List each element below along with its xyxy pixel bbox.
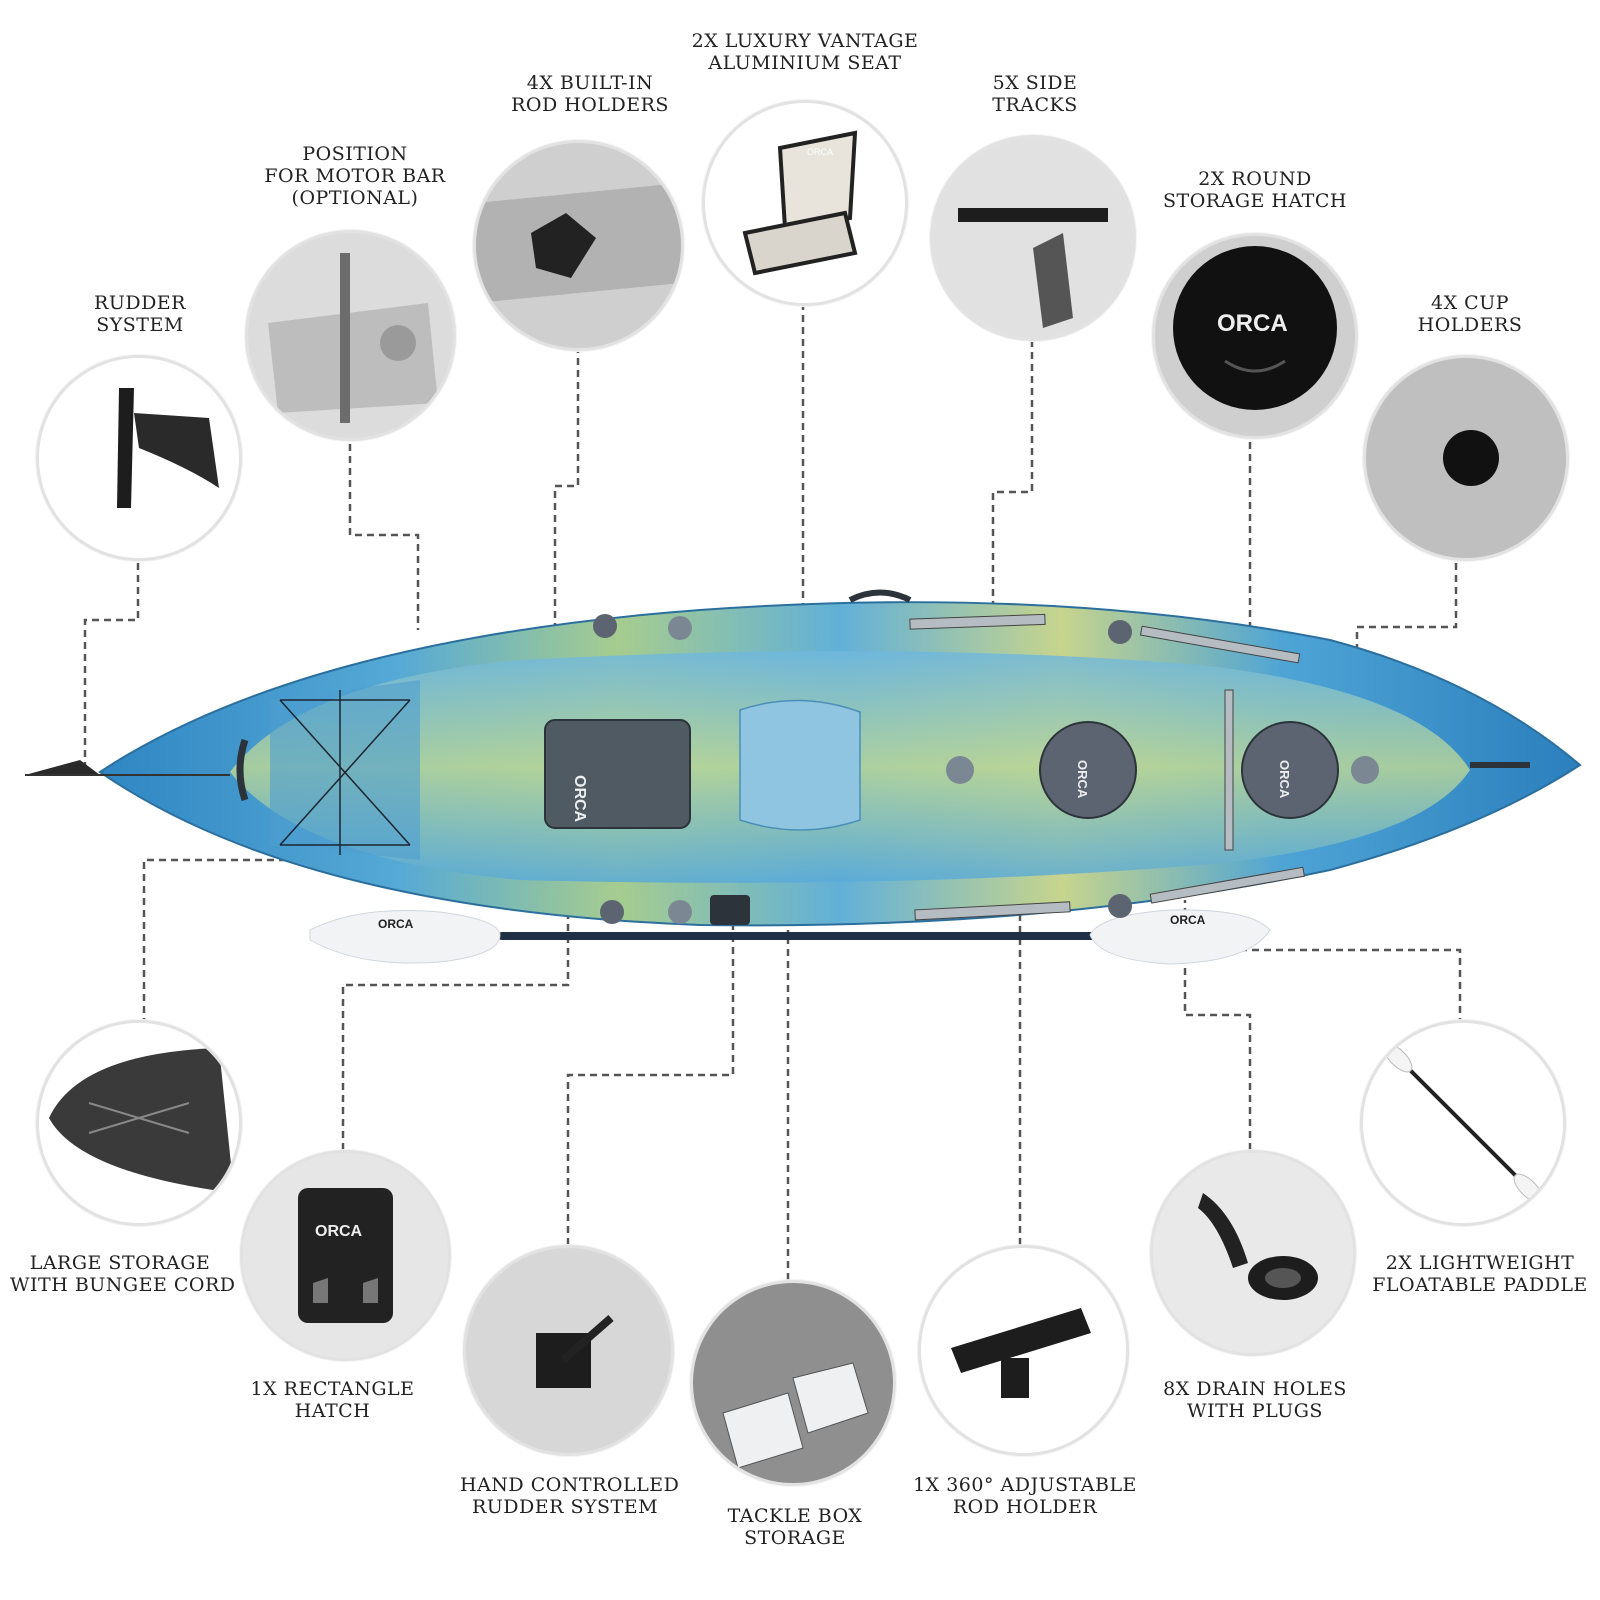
seat-icon: ORCA: [705, 103, 905, 303]
svg-text:ORCA: ORCA: [378, 917, 414, 931]
leader-rect-hatch: [341, 760, 570, 1150]
paddle-icon: [1363, 1023, 1563, 1223]
detail-drain-holes: [1150, 1150, 1356, 1356]
detail-paddle: [1360, 1020, 1566, 1226]
svg-text:ORCA: ORCA: [1075, 760, 1090, 799]
rudder-icon: [39, 358, 239, 558]
leader-hand-rudder: [566, 920, 735, 1245]
detail-hand-rudder: [463, 1245, 674, 1456]
detail-bungee-storage: [36, 1020, 242, 1226]
detail-rect-hatch: ORCA: [240, 1150, 451, 1361]
kayak-hull: ORCA ORCA ORCA: [25, 589, 1582, 927]
detail-adj-rod-holder: [918, 1245, 1129, 1456]
detail-cup-holders: [1363, 355, 1569, 561]
rudder-lever-icon: [466, 1248, 671, 1453]
detail-tackle-box: [690, 1280, 896, 1486]
leader-side-tracks: [991, 340, 1034, 625]
svg-text:ORCA: ORCA: [1217, 310, 1288, 337]
svg-text:ORCA: ORCA: [571, 775, 588, 823]
drain-plug-icon: [1153, 1153, 1353, 1353]
detail-motor-bar: [245, 230, 456, 441]
leader-paddle: [1240, 948, 1462, 1025]
round-hatch-icon: ORCA: [1155, 236, 1355, 436]
svg-text:ORCA: ORCA: [1277, 760, 1292, 799]
svg-text:ORCA: ORCA: [1170, 913, 1206, 927]
cup-holder-icon: [1366, 358, 1566, 558]
rect-hatch-icon: ORCA: [243, 1153, 448, 1358]
leader-motor-bar: [348, 432, 420, 630]
svg-text:ORCA: ORCA: [315, 1223, 363, 1240]
flush-rod-holder-icon: [476, 143, 681, 348]
detail-seat: ORCA: [702, 100, 908, 306]
detail-rudder-system: [36, 355, 242, 561]
detail-rod-holders: [473, 140, 684, 351]
leader-rudder: [83, 563, 140, 770]
motor-bar-icon: [248, 233, 453, 438]
tackle-box-icon: [693, 1283, 893, 1483]
bungee-storage-icon: [39, 1023, 239, 1223]
paddle-graphic: ORCA ORCA: [309, 909, 1271, 965]
svg-text:ORCA: ORCA: [807, 147, 833, 157]
detail-side-tracks: [930, 135, 1136, 341]
detail-round-hatch: ORCA: [1152, 233, 1358, 439]
track-icon: [933, 138, 1133, 338]
adjustable-rod-holder-icon: [921, 1248, 1126, 1453]
leader-rod-holders: [553, 346, 580, 630]
